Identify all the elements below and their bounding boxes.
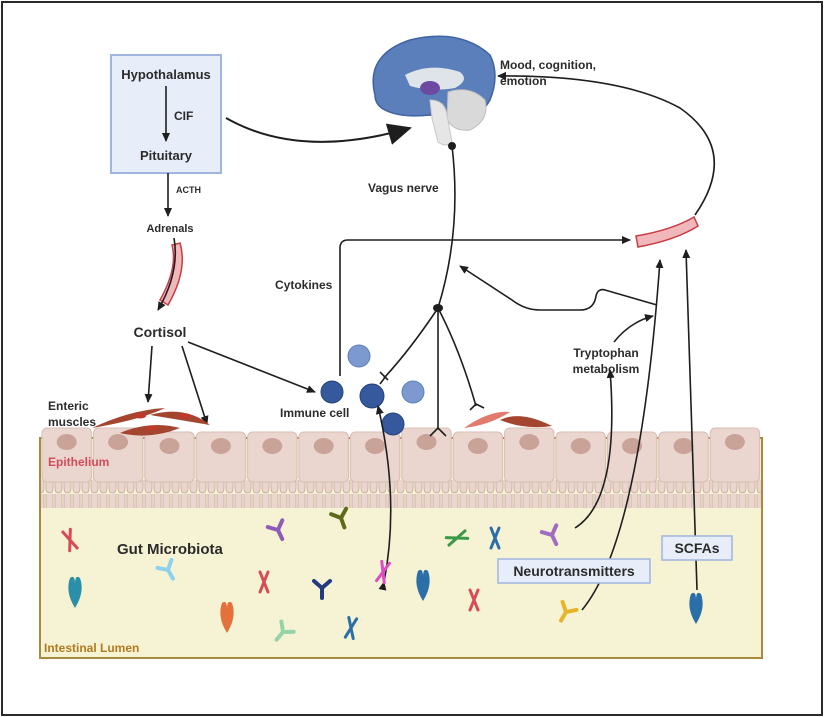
epithelial-cell bbox=[195, 431, 247, 483]
cell-nucleus bbox=[313, 438, 334, 454]
microvilli bbox=[41, 480, 761, 508]
scfas-label: SCFAs bbox=[674, 540, 719, 556]
cell-nucleus bbox=[56, 434, 77, 450]
brain-output-line1: Mood, cognition, bbox=[500, 58, 596, 72]
chromosome-microbe-icon bbox=[61, 527, 79, 553]
epithelial-cell bbox=[658, 431, 709, 483]
epithelial-cells bbox=[41, 427, 761, 483]
tryptophan-line1: Tryptophan bbox=[573, 346, 638, 360]
antibody-microbe-icon bbox=[559, 599, 579, 623]
epithelial-cell bbox=[92, 427, 144, 483]
enteric-label-line2: muscles bbox=[48, 415, 96, 429]
bacterium-icon bbox=[689, 592, 703, 624]
cortisol-to-immune-arrow bbox=[187, 341, 316, 393]
circulation-to-brain-arrow bbox=[497, 71, 716, 216]
neurotransmitter-to-tryptophan-arrow bbox=[574, 369, 615, 529]
cortisol-label: Cortisol bbox=[134, 324, 187, 340]
adrenal-vessel-icon bbox=[158, 242, 183, 307]
microbes bbox=[61, 506, 703, 642]
chromosome-microbe-icon bbox=[444, 529, 470, 547]
receptor-icon bbox=[379, 371, 389, 385]
cif-label: CIF bbox=[174, 109, 193, 123]
pituitary-label: Pituitary bbox=[140, 148, 193, 163]
scfas-box: SCFAs bbox=[661, 535, 733, 561]
scfa-to-circulation-arrow bbox=[682, 249, 698, 591]
epithelial-cell bbox=[709, 427, 761, 483]
tryptophan-output-arrow bbox=[613, 314, 654, 343]
cortisol-to-muscles-arrow bbox=[144, 345, 153, 403]
epithelial-cell bbox=[144, 431, 195, 483]
tryptophan-line2: metabolism bbox=[573, 362, 640, 376]
cell-nucleus bbox=[519, 434, 540, 450]
cell-nucleus bbox=[673, 438, 694, 454]
cell-nucleus bbox=[159, 438, 180, 454]
epithelial-cell bbox=[298, 431, 349, 483]
immune-microbiota-arrow bbox=[375, 405, 392, 591]
chromosome-microbe-icon bbox=[343, 615, 359, 641]
antibody-microbe-icon bbox=[329, 506, 349, 530]
epithelium-label: Epithelium bbox=[48, 455, 109, 469]
cell-nucleus bbox=[416, 434, 437, 450]
antibody-microbe-icon bbox=[312, 579, 332, 600]
acth-label: ACTH bbox=[176, 185, 201, 195]
immune-cells bbox=[320, 344, 425, 436]
antibody-microbe-icon bbox=[539, 523, 559, 547]
brain-icon bbox=[372, 35, 496, 146]
bacterium-icon bbox=[416, 569, 430, 601]
enteric-muscles-icon bbox=[92, 408, 210, 436]
smooth-muscle-icon bbox=[464, 411, 552, 428]
neurotransmitters-box: Neurotransmitters bbox=[497, 558, 651, 584]
tryptophan-to-vagus-arrow bbox=[459, 265, 658, 311]
cell-nucleus bbox=[365, 438, 386, 454]
antibody-microbe-icon bbox=[155, 557, 175, 581]
cell-nucleus bbox=[210, 438, 231, 454]
enteric-label-line1: Enteric bbox=[48, 399, 89, 413]
receptor-icon bbox=[469, 403, 485, 411]
cytokines-label: Cytokines bbox=[275, 278, 333, 292]
antibody-microbe-icon bbox=[265, 518, 285, 542]
bacterium-icon bbox=[220, 601, 234, 633]
blood-vessel-icon bbox=[635, 215, 699, 248]
cytokines-arrow bbox=[339, 236, 631, 376]
cell-nucleus bbox=[724, 434, 745, 450]
chromosome-microbe-icon bbox=[258, 570, 270, 594]
epithelial-cell bbox=[401, 427, 452, 483]
cortisol-to-epithelium-arrow bbox=[181, 345, 209, 425]
adrenals-to-cortisol-arrow bbox=[157, 237, 177, 311]
epithelial-cell bbox=[349, 431, 401, 483]
antibody-microbe-icon bbox=[274, 619, 296, 642]
immune-cell-label: Immune cell bbox=[280, 406, 349, 420]
chromosome-microbe-icon bbox=[375, 559, 391, 585]
cell-nucleus bbox=[467, 438, 488, 454]
epithelial-cell bbox=[41, 427, 92, 483]
cell-nucleus bbox=[108, 434, 129, 450]
neurotransmitters-label: Neurotransmitters bbox=[513, 563, 635, 579]
receptor-icon bbox=[429, 426, 447, 437]
chromosome-microbe-icon bbox=[468, 588, 480, 612]
neurotransmitter-to-circulation-arrow bbox=[581, 259, 664, 611]
chromosome-microbe-icon bbox=[489, 526, 501, 550]
vagus-branch-immune bbox=[383, 307, 439, 379]
cell-nucleus bbox=[570, 438, 591, 454]
hpa-axis-box: Hypothalamus CIF Pituitary bbox=[110, 54, 222, 174]
cell-nucleus bbox=[262, 438, 283, 454]
bacterium-icon bbox=[68, 576, 82, 608]
vagus-nerve-line bbox=[437, 145, 456, 309]
hypothalamus-label: Hypothalamus bbox=[121, 67, 211, 82]
epithelial-cell bbox=[452, 431, 504, 483]
adrenals-label: Adrenals bbox=[146, 223, 193, 235]
brain-output-line2: emotion bbox=[500, 74, 547, 88]
epithelial-cell bbox=[504, 427, 555, 483]
intestinal-lumen-label: Intestinal Lumen bbox=[44, 641, 139, 655]
vagus-nerve-label: Vagus nerve bbox=[368, 181, 439, 195]
epithelial-cell bbox=[555, 431, 606, 483]
hpa-to-brain-arrow bbox=[225, 117, 412, 145]
gut-microbiota-label: Gut Microbiota bbox=[117, 541, 223, 558]
epithelial-cell bbox=[247, 431, 298, 483]
cell-nucleus bbox=[622, 438, 643, 454]
vagus-branch-muscle bbox=[437, 307, 477, 407]
epithelium-layer bbox=[41, 427, 761, 508]
